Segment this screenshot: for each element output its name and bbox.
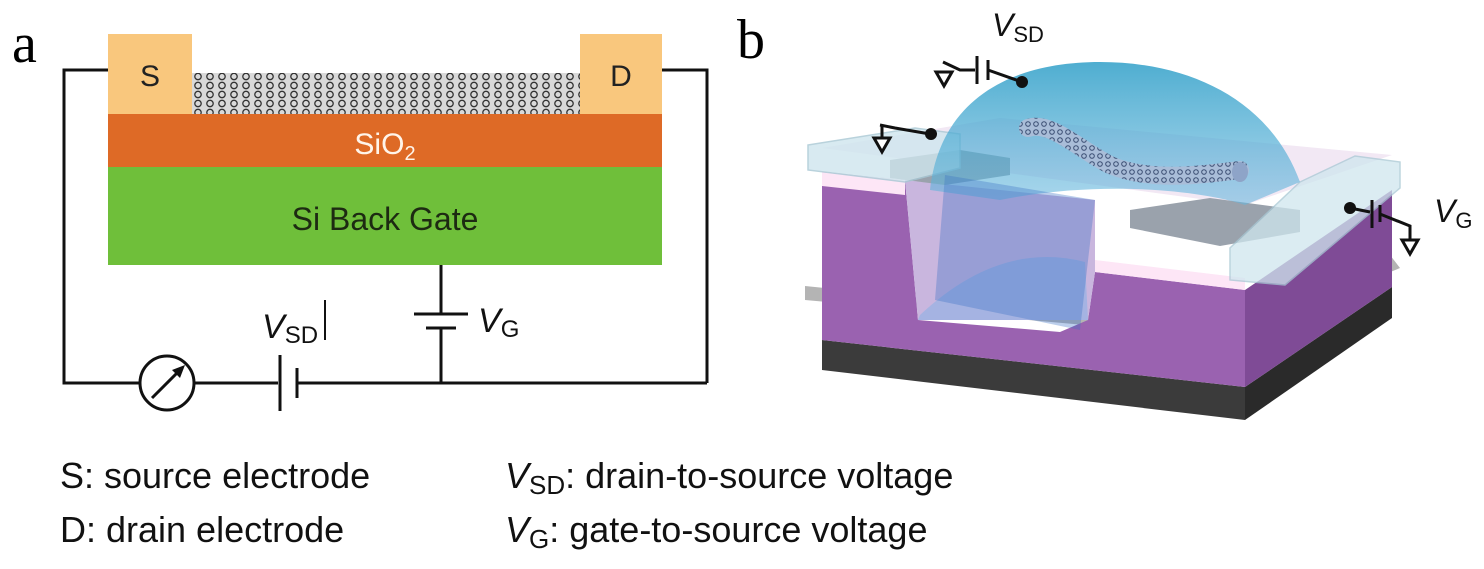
substrate-right xyxy=(1245,190,1392,387)
back-gate-label: Si Back Gate xyxy=(292,201,479,237)
oxide-layer xyxy=(108,114,662,167)
panel-a-letter: a xyxy=(12,13,37,75)
vsd-connection xyxy=(933,56,1023,90)
nanotube-end xyxy=(1232,162,1248,182)
channel-meniscus xyxy=(918,257,1088,320)
oxide-label: SiO2 xyxy=(354,128,415,165)
vsd-probe-dot xyxy=(1016,76,1028,88)
legend-drain: D: drain electrode xyxy=(60,509,344,550)
vsd-battery-icon xyxy=(278,355,299,411)
vg-connection xyxy=(1349,200,1421,258)
carbon-nanotube xyxy=(192,73,580,114)
source-electrode xyxy=(108,34,192,114)
substrate-front xyxy=(822,172,1245,387)
carbon-nanotube-3d xyxy=(1019,117,1249,185)
right-passivation xyxy=(1229,155,1401,286)
ground-probe-left xyxy=(871,123,931,156)
legend-source: S: source electrode xyxy=(60,455,370,496)
drain-label: D xyxy=(610,60,632,93)
panel-b: b xyxy=(737,7,1472,420)
top-pink-strip xyxy=(822,172,905,195)
drain-electrode xyxy=(580,34,662,114)
back-gate-layer xyxy=(108,167,662,265)
ammeter-icon xyxy=(138,354,196,412)
ground-probe-dot xyxy=(925,128,937,140)
droplet-inner-wall xyxy=(935,175,1095,330)
legend: S: source electrode D: drain electrode V… xyxy=(60,455,953,554)
legend-vg: VG: gate-to-source voltage xyxy=(505,509,927,554)
panel-b-letter: b xyxy=(737,9,765,71)
vg-label-b: VG xyxy=(1434,193,1472,233)
substrate-bottom-front xyxy=(822,340,1245,420)
circuit-wires xyxy=(62,68,709,385)
vsd-label-b: VSD xyxy=(992,7,1044,47)
panel-a: a VSD VG xyxy=(12,13,709,412)
top-pink-strip-right xyxy=(1095,260,1245,290)
vg-battery-icon xyxy=(414,312,468,330)
vg-probe-dot xyxy=(1344,202,1356,214)
vsd-label: VSD xyxy=(262,308,318,349)
legend-vsd: VSD: drain-to-source voltage xyxy=(505,455,953,500)
vg-label: VG xyxy=(478,302,519,343)
source-label: S xyxy=(140,60,160,93)
substrate-bottom-right xyxy=(1245,287,1392,420)
